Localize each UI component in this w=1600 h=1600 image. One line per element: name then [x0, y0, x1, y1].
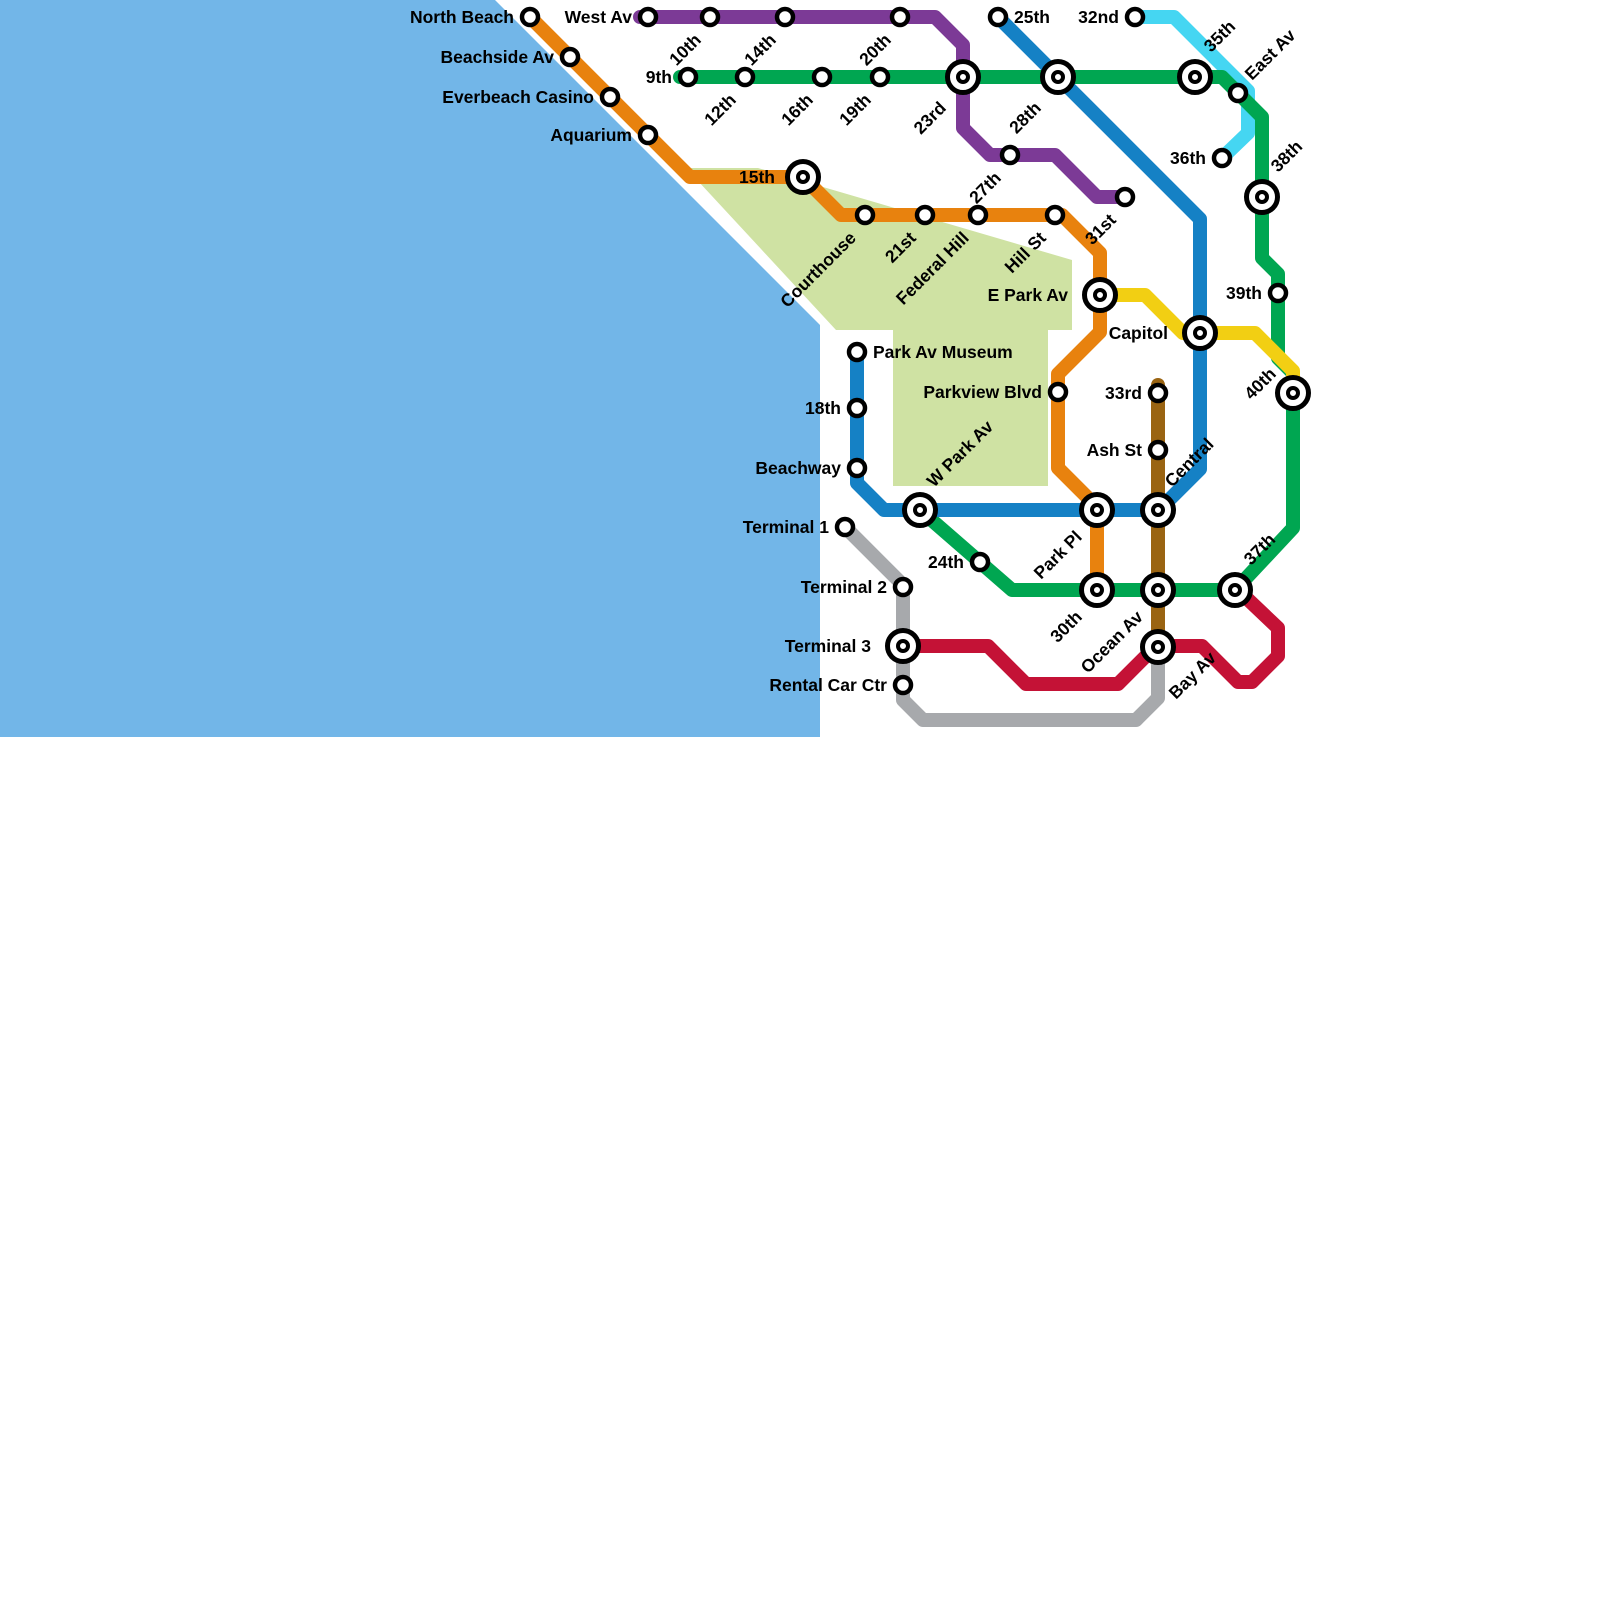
station-label-ash-st: Ash St	[1087, 440, 1143, 460]
red-line	[896, 582, 1285, 691]
station-label-9th: 9th	[646, 67, 672, 87]
station-21st[interactable]	[914, 204, 936, 226]
station-label-23rd: 23rd	[910, 98, 950, 138]
station-label-36th: 36th	[1170, 148, 1206, 168]
station-16th[interactable]	[811, 66, 833, 88]
station-label-10th: 10th	[665, 30, 705, 70]
orange-line	[523, 10, 1107, 597]
station-parkview-blvd[interactable]	[1047, 381, 1069, 403]
station-label-27th: 27th	[965, 168, 1005, 208]
station-label-16th: 16th	[777, 90, 817, 130]
station-label-25th: 25th	[1014, 7, 1050, 27]
station-label-terminal-1: Terminal 1	[743, 517, 830, 537]
station-19th[interactable]	[869, 66, 891, 88]
station-label-everbeach-casino: Everbeach Casino	[442, 87, 594, 107]
station-20th[interactable]	[889, 6, 911, 28]
station-30th-inner-dot[interactable]	[1090, 583, 1104, 597]
station-bay-av-inner-dot[interactable]	[1151, 640, 1165, 654]
station-label-37th: 37th	[1240, 529, 1280, 569]
station-12th[interactable]	[734, 66, 756, 88]
station-courthouse[interactable]	[854, 204, 876, 226]
station-label-beachside-av: Beachside Av	[441, 47, 555, 67]
station-38th-inner-dot[interactable]	[1255, 190, 1269, 204]
station-9th[interactable]	[677, 66, 699, 88]
station-label-north-beach: North Beach	[410, 7, 514, 27]
station-ash-st[interactable]	[1147, 439, 1169, 461]
station-label-33rd: 33rd	[1105, 383, 1142, 403]
station-23rd-inner-dot[interactable]	[956, 70, 970, 84]
station-label-18th: 18th	[805, 398, 841, 418]
purple-line	[633, 10, 1132, 204]
station-label-parkview-blvd: Parkview Blvd	[923, 382, 1042, 402]
station-label-20th: 20th	[855, 30, 895, 70]
station-18th[interactable]	[846, 397, 868, 419]
station-37th-inner-dot[interactable]	[1228, 583, 1242, 597]
station-39th[interactable]	[1267, 282, 1289, 304]
ocean-water	[0, 0, 820, 737]
station-label-east-av: East Av	[1241, 25, 1300, 84]
station-label-12th: 12th	[700, 90, 740, 130]
station-25th[interactable]	[987, 6, 1009, 28]
station-40th-inner-dot[interactable]	[1286, 386, 1300, 400]
station-label-38th: 38th	[1267, 136, 1307, 176]
station-label-15th: 15th	[739, 167, 775, 187]
station-35th-inner-dot[interactable]	[1188, 70, 1202, 84]
station-label-beachway: Beachway	[755, 458, 841, 478]
station-15th-inner-dot[interactable]	[796, 170, 810, 184]
station-terminal-3-inner-dot[interactable]	[896, 639, 910, 653]
station-label-40th: 40th	[1240, 364, 1280, 404]
station-14th[interactable]	[774, 6, 796, 28]
station-w-park-av-inner-dot[interactable]	[913, 503, 927, 517]
station-label-rental-car-ctr: Rental Car Ctr	[769, 675, 887, 695]
station-label-39th: 39th	[1226, 283, 1262, 303]
gray-line	[838, 520, 1165, 727]
station-28th-inner-dot[interactable]	[1051, 70, 1065, 84]
station-label-park-pl: Park Pl	[1030, 527, 1086, 583]
station-rental-car-ctr[interactable]	[892, 674, 914, 696]
station-24th[interactable]	[969, 551, 991, 573]
station-label-32nd: 32nd	[1078, 7, 1119, 27]
station-label-30th: 30th	[1046, 607, 1086, 647]
station-terminal-2[interactable]	[892, 576, 914, 598]
station-ocean-av-inner-dot[interactable]	[1151, 583, 1165, 597]
station-31st[interactable]	[1114, 186, 1136, 208]
station-label-19th: 19th	[835, 90, 875, 130]
city-park	[686, 168, 1072, 486]
station-park-pl-inner-dot[interactable]	[1090, 503, 1104, 517]
station-everbeach-casino[interactable]	[599, 86, 621, 108]
station-36th[interactable]	[1211, 147, 1233, 169]
station-e-park-av-inner-dot[interactable]	[1093, 288, 1107, 302]
station-park-av-museum[interactable]	[846, 341, 868, 363]
station-10th[interactable]	[699, 6, 721, 28]
station-label-west-av: West Av	[565, 7, 633, 27]
station-beachway[interactable]	[846, 457, 868, 479]
station-label-14th: 14th	[740, 30, 780, 70]
station-beachside-av[interactable]	[559, 46, 581, 68]
station-label-28th: 28th	[1005, 98, 1045, 138]
station-label-capitol: Capitol	[1109, 323, 1168, 343]
station-label-e-park-av: E Park Av	[988, 285, 1069, 305]
station-label-aquarium: Aquarium	[550, 125, 632, 145]
station-32nd[interactable]	[1124, 6, 1146, 28]
station-capitol-inner-dot[interactable]	[1193, 326, 1207, 340]
station-federal-hill[interactable]	[967, 204, 989, 226]
station-label-24th: 24th	[928, 552, 964, 572]
station-west-av[interactable]	[637, 6, 659, 28]
station-aquarium[interactable]	[637, 124, 659, 146]
station-central-inner-dot[interactable]	[1151, 503, 1165, 517]
station-label-terminal-3: Terminal 3	[785, 636, 872, 656]
station-north-beach[interactable]	[519, 6, 541, 28]
station-label-terminal-2: Terminal 2	[801, 577, 888, 597]
station-east-av[interactable]	[1227, 82, 1249, 104]
station-hill-st[interactable]	[1044, 204, 1066, 226]
station-terminal-1[interactable]	[834, 516, 856, 538]
station-label-park-av-museum: Park Av Museum	[873, 342, 1013, 362]
station-33rd[interactable]	[1147, 382, 1169, 404]
station-27th[interactable]	[999, 144, 1021, 166]
